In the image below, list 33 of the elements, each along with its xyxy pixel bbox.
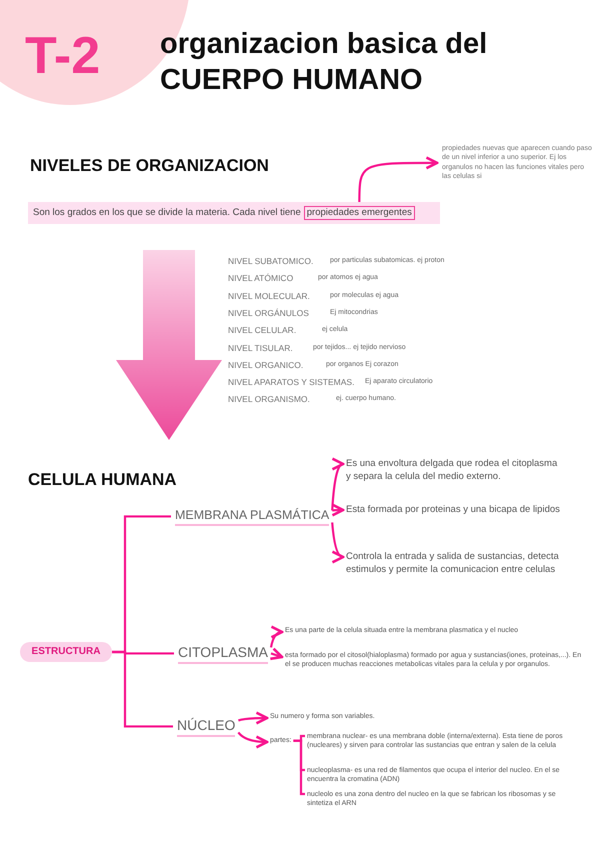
arrow [269,647,284,660]
arrow [238,711,268,725]
definition-band [28,202,440,224]
section-heading: CELULA HUMANA [28,470,177,490]
arrow [330,522,344,562]
level-name: NIVEL ORGANISMO. [228,394,310,404]
page-title: organizacion basica del CUERPO HUMANO [160,27,488,98]
level-name: NIVEL CELULAR. [228,325,296,336]
bracket-line [293,740,305,796]
highlighted-term: propiedades emergentes [304,206,415,220]
arrow [238,732,268,748]
level-name: NIVEL TISULAR. [228,342,293,352]
section-heading: NIVELES DE ORGANIZACION [30,156,269,176]
arrow [330,460,344,510]
level-name: NIVEL MOLECULAR. [228,290,310,301]
topic-heading: NÚCLEO [177,716,236,737]
topic-heading: MEMBRANA PLASMÁTICA [175,507,330,526]
level-name: NIVEL ATÓMICO [228,273,294,284]
arrow [358,156,438,205]
level-name: NIVEL APARATOS Y SISTEMAS. [228,377,354,388]
level-name: NIVEL ORGÁNULOS [228,308,309,318]
arrow [331,503,344,517]
topic-number: T-2 [25,26,100,86]
bracket-line [112,650,173,728]
arrow [270,626,284,648]
description-text: Esta formada por proteinas y una bicapa de lipidos [346,504,561,517]
description-text: Controla la entrada y salida de sustancias, detecta estimulos y permite la comunicacion entre celulas [346,551,571,577]
level-name: NIVEL ORGANICO. [228,360,304,370]
description-text: Es una envoltura delgada que rodea el citoplasma y separa la celula del medio externo. [346,458,561,484]
definition-text: Son los grados en los que se divide la materia. Cada nivel tiene [33,206,301,220]
category-badge: ESTRUCTURA [20,642,112,662]
topic-heading: CITOPLASMA [178,643,268,664]
level-name: NIVEL SUBATOMICO. [228,256,314,266]
